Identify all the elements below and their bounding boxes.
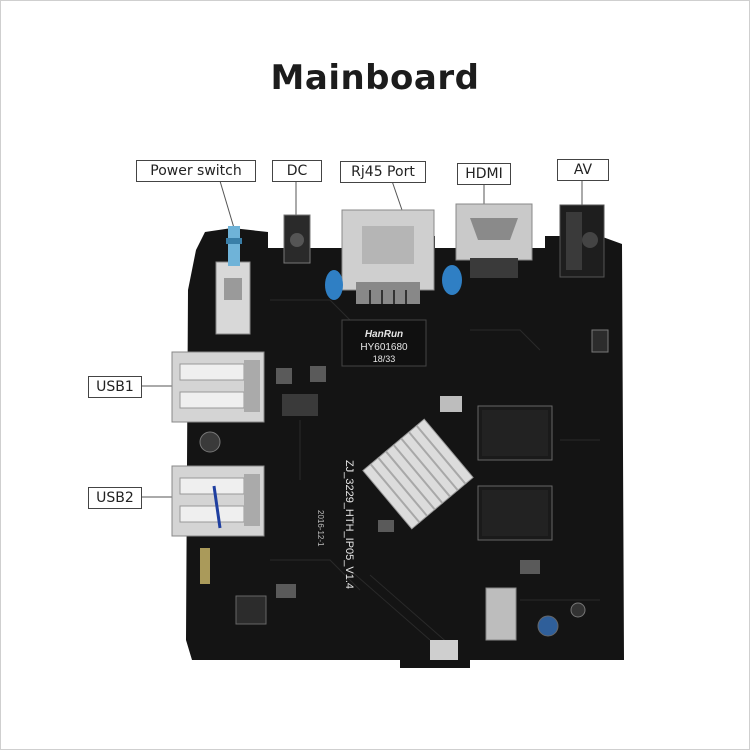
pcb-traces — [270, 299, 600, 646]
transformer-part-text: HY601680 — [360, 342, 408, 353]
usb1-component — [171, 351, 265, 423]
blue-capacitor — [325, 270, 343, 300]
dc-jack-component — [283, 214, 311, 264]
electrolytic-capacitor — [199, 431, 221, 453]
label-rj45: Rj45 Port — [340, 161, 426, 183]
hdmi-component — [455, 203, 533, 278]
label-dc: DC — [272, 160, 322, 182]
ram-chip — [477, 485, 553, 541]
heatsink — [362, 418, 474, 530]
smd-components — [200, 329, 609, 660]
av-jack-component — [559, 204, 605, 278]
ir-led-component — [485, 587, 586, 641]
transformer-brand-text: HanRun — [365, 329, 403, 340]
board-date-text: 2016-12-1 — [316, 510, 325, 547]
page-title: Mainboard — [270, 58, 480, 98]
label-power-switch: Power switch — [136, 160, 256, 182]
label-av: AV — [557, 159, 609, 181]
network-transformer: HanRun HY601680 18/33 — [341, 319, 427, 367]
label-hdmi: HDMI — [457, 163, 511, 185]
label-usb1: USB1 — [88, 376, 142, 398]
usb2-component — [171, 465, 265, 537]
transformer-code-text: 18/33 — [373, 354, 396, 364]
board-model-text: ZJ_3229_HTH_IP05_V1.4 — [343, 460, 355, 589]
blue-capacitor — [442, 265, 462, 295]
callout-lines — [141, 180, 583, 498]
power-switch-component — [215, 226, 251, 335]
ram-chip — [477, 405, 553, 461]
label-usb2: USB2 — [88, 487, 142, 509]
rj45-component — [341, 209, 435, 304]
